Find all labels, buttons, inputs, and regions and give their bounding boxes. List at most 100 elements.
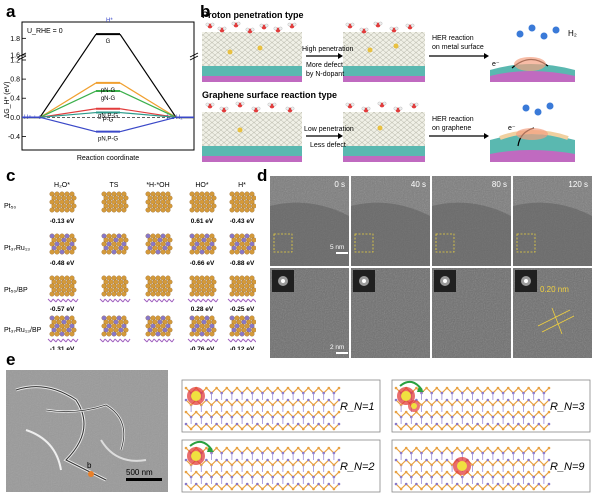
series-label: P-G [103,118,114,124]
series-label: pN-G [101,88,116,94]
structure-cell [187,315,219,343]
dopant-atom [237,127,243,133]
y-tick-label: 1.8 [10,36,20,43]
structure-cell [47,315,79,343]
time-label: 120 s [568,180,588,189]
panel-label-c: c [6,166,16,185]
water-molecule [359,27,369,34]
tem-zoom-frame [351,268,430,358]
tem-zoom-frame [513,268,592,358]
axis-break [17,52,199,61]
row2-electron: e⁻ [508,125,516,132]
y-tick-label: 0.0 [10,115,20,122]
row2-glow [516,128,548,140]
water-molecule [205,102,215,109]
tem-zoom-frame [432,268,511,358]
lattice-line [537,309,571,327]
structure-cell [101,233,129,255]
water-molecule [273,26,283,33]
structure-cell [189,191,217,213]
rise-segment [39,111,97,118]
hydrogen-atom [528,24,536,32]
fall-segment [119,90,177,118]
series-group [22,33,194,133]
row2-arrow2-top1: HER reaction [432,116,474,123]
hydrogen-atom [522,104,530,112]
dopant-atom [227,49,233,55]
row1-arrow2-top1: HER reaction [432,35,474,42]
fall-segment [119,33,177,118]
structure-cell [47,275,79,303]
defect-atom [191,451,201,461]
lattice-line [551,307,563,335]
energy-value: -0.88 eV [230,260,255,267]
structure-cell [189,233,217,255]
water-molecule [245,27,255,34]
panel-e: b 500 nm [6,370,168,492]
row1-slab-2 [343,32,425,82]
defect-atom [191,391,201,401]
marker-dot [88,471,94,477]
dopant-atom [393,43,399,49]
row1-slab-3 [490,64,575,82]
lattice-panel: R_N=3 [391,379,591,433]
hydrogen-atom [516,30,524,38]
y-axis-label: ΔG_H* (eV) [4,82,11,119]
scale-bar-top [336,252,348,254]
energy-value: -0.25 eV [230,306,255,313]
defect-atom [457,461,467,471]
row1-slab-1 [202,32,302,82]
dopant-atom [257,45,263,51]
tem-frame: 40 s [351,176,430,266]
row2-arrow-2 [429,133,489,139]
panel-label-a: a [6,2,16,21]
zoom-region [273,233,293,253]
scale-label: 500 nm [126,468,153,477]
column-header: TS [110,182,119,189]
plot-frame [21,21,195,151]
column-header: HO* [195,182,209,189]
water-molecule [345,22,355,29]
series-label: gN-G [101,96,116,102]
water-molecule [361,106,371,113]
row1-electron: e⁻ [492,61,500,68]
dopant-atom [367,47,373,53]
hydrogen-atom [540,32,548,40]
water-molecules [205,21,560,133]
marker-label: b [87,461,92,470]
water-molecule [377,101,387,108]
rise-segment [39,90,97,118]
series-g [22,33,194,119]
water-molecule [231,21,241,28]
y-tick-label: 0.4 [10,96,20,103]
energy-value: -0.12 eV [230,346,255,350]
row1-arrow-1 [306,53,343,59]
hydrogen-atom [552,26,560,34]
row1-arrow1-bottom2: by N-dopant [306,71,344,78]
panel-label-e: e [6,350,16,369]
zoom-region [354,233,374,253]
row2-arrow-1 [306,133,343,139]
lattice-panel: R_N=2 [181,439,381,493]
tem-frame: 80 s [432,176,511,266]
row2-slab-1 [202,112,302,162]
structure-cell [229,191,257,213]
row2-arrow2-top2: on graphene [432,125,471,132]
h2-label: H₂ [568,29,577,38]
row-label: Pt₃₇Ru₁₃/BP [4,327,42,334]
structure-cell [187,275,219,303]
structure-cell [49,233,77,255]
energy-value: -1.31 eV [50,346,75,350]
fall-segment [119,116,177,133]
structure-cell [229,233,257,255]
y-tick-label: 0.8 [10,77,20,84]
water-molecule [251,106,261,113]
scale-bar-bottom [336,352,348,354]
column-header: H* [238,182,246,189]
row1-title: Proton penetration type [202,10,304,20]
